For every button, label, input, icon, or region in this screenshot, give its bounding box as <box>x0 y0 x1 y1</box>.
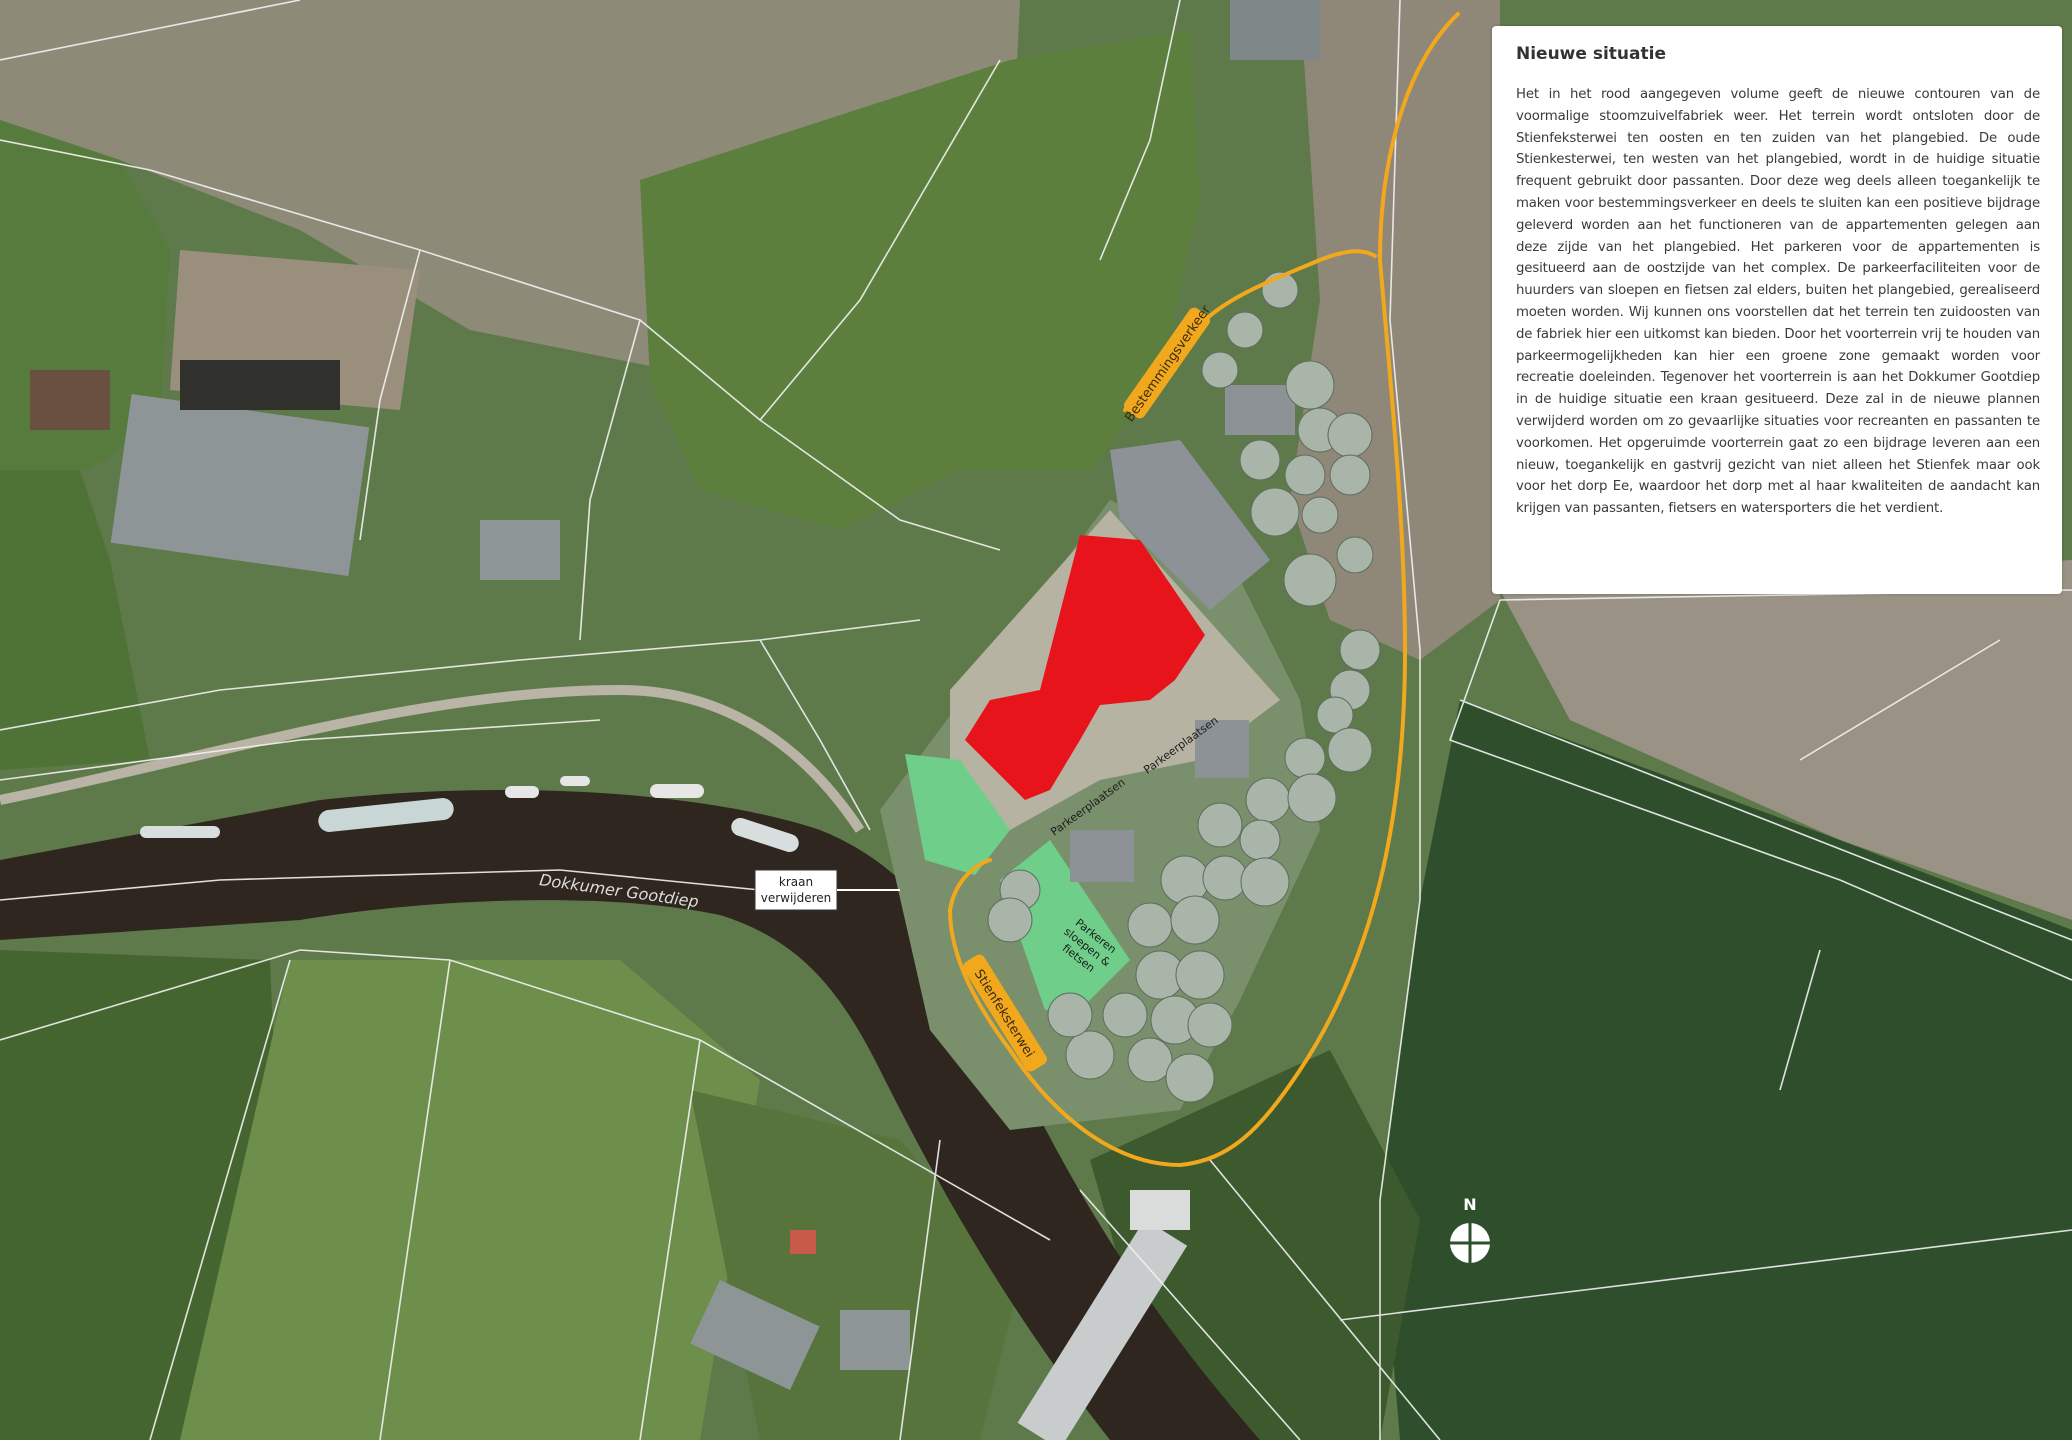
bridge <box>1017 1190 1190 1440</box>
tree <box>1197 802 1243 848</box>
boat-large <box>318 798 454 832</box>
svg-text:N: N <box>1463 1195 1476 1214</box>
tree <box>1301 496 1339 534</box>
farm-buildings <box>30 0 1320 580</box>
tree <box>987 897 1033 943</box>
building-south <box>840 1310 910 1370</box>
crane-label: kraan verwijderen <box>754 869 900 911</box>
tree <box>1283 553 1337 607</box>
tree <box>1250 487 1300 537</box>
tree <box>1127 902 1173 948</box>
tree <box>1170 895 1220 945</box>
building-north <box>1230 0 1320 60</box>
info-panel-title: Nieuwe situatie <box>1516 44 1666 64</box>
tree <box>1065 1030 1115 1080</box>
info-panel: Nieuwe situatie Het in het rood aangegev… <box>1492 26 2062 594</box>
tree <box>1201 351 1239 389</box>
tree <box>1127 1037 1173 1083</box>
bridge-deck <box>1017 1219 1188 1440</box>
info-panel-body: Het in het rood aangegeven volume geeft … <box>1516 87 2040 517</box>
new-volume-red <box>965 535 1205 800</box>
tree <box>1202 855 1248 901</box>
route-stienfeksterwei <box>947 12 1460 1168</box>
field-east-light <box>1500 560 2072 920</box>
barn-yard <box>180 360 340 410</box>
tree <box>1047 992 1093 1038</box>
tree <box>1226 311 1264 349</box>
tree <box>1336 536 1374 574</box>
house-small <box>480 520 560 580</box>
boat <box>650 784 704 798</box>
field-southeast-dark <box>1380 700 2072 1440</box>
tree <box>1316 696 1354 734</box>
tree <box>1329 454 1371 496</box>
tree <box>1187 1002 1233 1048</box>
tree <box>1287 773 1337 823</box>
tree <box>1245 777 1291 823</box>
tree <box>1284 454 1326 496</box>
tree <box>1239 819 1281 861</box>
field-green-north <box>640 30 1200 530</box>
boats <box>140 776 1002 1078</box>
tree <box>1165 1053 1215 1103</box>
svg-text:verwijderen: verwijderen <box>761 891 832 905</box>
barn-large <box>110 394 370 576</box>
roof-red <box>790 1230 816 1254</box>
field-south-light <box>180 960 760 1440</box>
svg-text:kraan: kraan <box>779 875 813 889</box>
tree <box>1327 412 1373 458</box>
boat <box>731 817 799 853</box>
tree <box>1175 950 1225 1000</box>
south-buildings <box>690 1230 910 1390</box>
boat <box>505 786 539 798</box>
building-small-south <box>1070 830 1134 882</box>
field-east-bare <box>1290 0 1500 660</box>
field-southwest-edge <box>0 470 150 770</box>
tree <box>1327 727 1373 773</box>
bridge-lock <box>1130 1190 1190 1230</box>
trees <box>987 271 1381 1103</box>
tree <box>1339 629 1381 671</box>
building-existing-north <box>1110 440 1270 610</box>
boat <box>560 776 590 786</box>
north-arrow: N <box>1450 1195 1490 1263</box>
road-west <box>0 684 865 833</box>
building-south <box>690 1280 820 1390</box>
boat <box>140 826 220 838</box>
yard-west <box>30 370 110 430</box>
tree <box>1285 360 1335 410</box>
green-zone-front <box>905 754 1010 875</box>
tree <box>1239 439 1281 481</box>
tree <box>1240 857 1290 907</box>
tree <box>1102 992 1148 1038</box>
building-small-east <box>1195 720 1249 778</box>
building-small-north <box>1225 385 1295 435</box>
tree <box>1284 737 1326 779</box>
